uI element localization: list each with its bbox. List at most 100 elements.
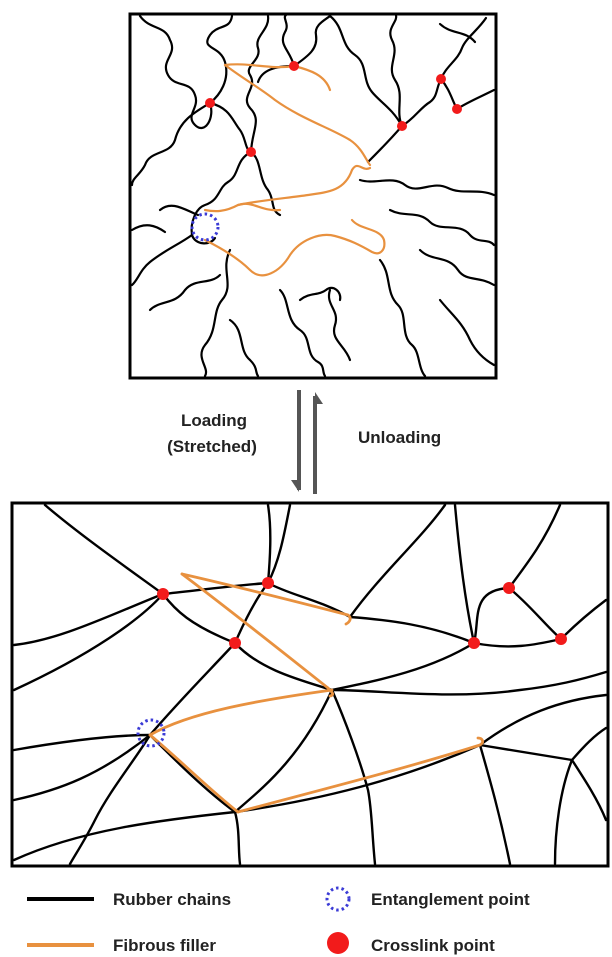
- legend: Rubber chains Fibrous filler Entanglemen…: [27, 886, 530, 955]
- rubber-chain: [266, 503, 272, 585]
- unstretched-panel-frame: [128, 12, 498, 380]
- rubber-chain: [438, 22, 477, 44]
- rubber-chain: [68, 733, 152, 866]
- rubber-chain: [281, 13, 296, 68]
- stretched-panel-frame: [10, 501, 610, 868]
- rubber-chain: [200, 248, 232, 378]
- rubber-chain: [570, 758, 608, 822]
- crosslink-point: [436, 74, 446, 84]
- crosslink-point: [452, 104, 462, 114]
- rubber-chain: [206, 14, 234, 105]
- rubber-chain: [507, 586, 563, 641]
- unstretched-crosslink-points: [205, 61, 462, 157]
- loading-label: Loading: [181, 411, 247, 430]
- rubber-chain: [12, 743, 482, 862]
- crosslink-point-label: Crosslink point: [371, 936, 495, 955]
- rubber-chain: [292, 14, 332, 68]
- rubber-chain: [148, 641, 237, 737]
- rubber-chain: [330, 670, 608, 696]
- unstretched-network-panel: [128, 12, 498, 380]
- rubber-chain: [478, 693, 608, 747]
- rubber-chain: [378, 258, 427, 378]
- crosslink-point: [397, 121, 407, 131]
- entanglement-point-label: Entanglement point: [371, 890, 530, 909]
- crosslink-point: [205, 98, 215, 108]
- rubber-chain: [161, 581, 270, 596]
- unloading-label: Unloading: [358, 428, 441, 447]
- crosslink-point: [246, 147, 256, 157]
- rubber-chain: [12, 733, 152, 802]
- rubber-chain: [553, 758, 574, 866]
- rubber-chain: [228, 318, 260, 378]
- rubber-chain: [138, 14, 213, 129]
- rubber-chain: [358, 178, 496, 197]
- fibrous-filler-strand: [180, 572, 352, 626]
- rubber-chain: [245, 14, 270, 154]
- fibrous-filler-label: Fibrous filler: [113, 936, 216, 955]
- rubber-chain: [400, 77, 443, 128]
- rubber-chain: [233, 810, 242, 866]
- rubber-chain: [298, 286, 342, 302]
- stretched-crosslink-points: [157, 577, 567, 649]
- fibrous-filler-strand: [203, 202, 282, 213]
- rubber-chain: [148, 273, 222, 312]
- equilibrium-arrows: [291, 390, 323, 494]
- rubber-chain: [158, 204, 200, 217]
- stretched-label: (Stretched): [167, 437, 257, 456]
- rubber-chain: [348, 615, 476, 645]
- loading-arrow-head: [291, 480, 299, 492]
- rubber-chain: [12, 592, 165, 647]
- crosslink-point: [503, 582, 515, 594]
- fibrous-filler-strand: [236, 736, 484, 814]
- rubber-chain: [389, 13, 404, 128]
- fibrous-filler-strand: [203, 218, 386, 277]
- rubber-chain: [190, 150, 253, 245]
- crosslink-point-swatch: [327, 932, 349, 954]
- unstretched-rubber-chains: [130, 13, 496, 378]
- stretched-network-panel: [10, 501, 610, 868]
- crosslink-point: [289, 61, 299, 71]
- rubber-chain: [12, 592, 165, 692]
- stretched-rubber-chains: [12, 503, 608, 866]
- rubber-chain: [327, 288, 352, 362]
- rubber-chain: [570, 726, 608, 762]
- rubber-chain: [161, 592, 237, 645]
- rubber-chain: [453, 503, 476, 645]
- rubber-chain: [438, 298, 496, 367]
- rubber-chain: [418, 248, 496, 287]
- crosslink-point: [262, 577, 274, 589]
- rubber-chain: [43, 503, 165, 596]
- rubber-chain: [472, 586, 511, 645]
- rubber-chain: [348, 503, 447, 619]
- unstretched-entanglement-point: [190, 212, 220, 242]
- rubber-chain: [130, 233, 194, 287]
- rubber-chain: [266, 503, 292, 585]
- fibrous-filler-strand: [236, 164, 372, 207]
- rubber-chain: [330, 688, 377, 866]
- entanglement-point-swatch: [325, 886, 351, 912]
- rubber-chain: [12, 733, 152, 752]
- fibrous-filler-strand: [223, 63, 372, 167]
- crosslink-point: [555, 633, 567, 645]
- rubber-chain: [388, 208, 496, 247]
- stretched-entanglement-point: [136, 718, 166, 748]
- rubber-chains-label: Rubber chains: [113, 890, 231, 909]
- rubber-chain: [472, 637, 563, 648]
- unloading-arrow-head: [315, 392, 323, 404]
- rubber-chain: [278, 288, 327, 378]
- rubber-chain: [330, 641, 476, 692]
- fibrous-filler-strand: [180, 572, 334, 698]
- rubber-chain: [478, 743, 512, 866]
- rubber-chain: [233, 688, 334, 814]
- rubber-chain: [439, 16, 488, 81]
- rubber-chain: [233, 641, 334, 692]
- crosslink-point: [157, 588, 169, 600]
- rubber-chain: [478, 743, 574, 762]
- rubber-chain: [130, 224, 167, 234]
- rubber-chain: [507, 503, 562, 590]
- rubber-chain: [328, 14, 404, 128]
- crosslink-point: [229, 637, 241, 649]
- rubber-chain: [130, 101, 212, 187]
- rubber-chain: [208, 101, 253, 154]
